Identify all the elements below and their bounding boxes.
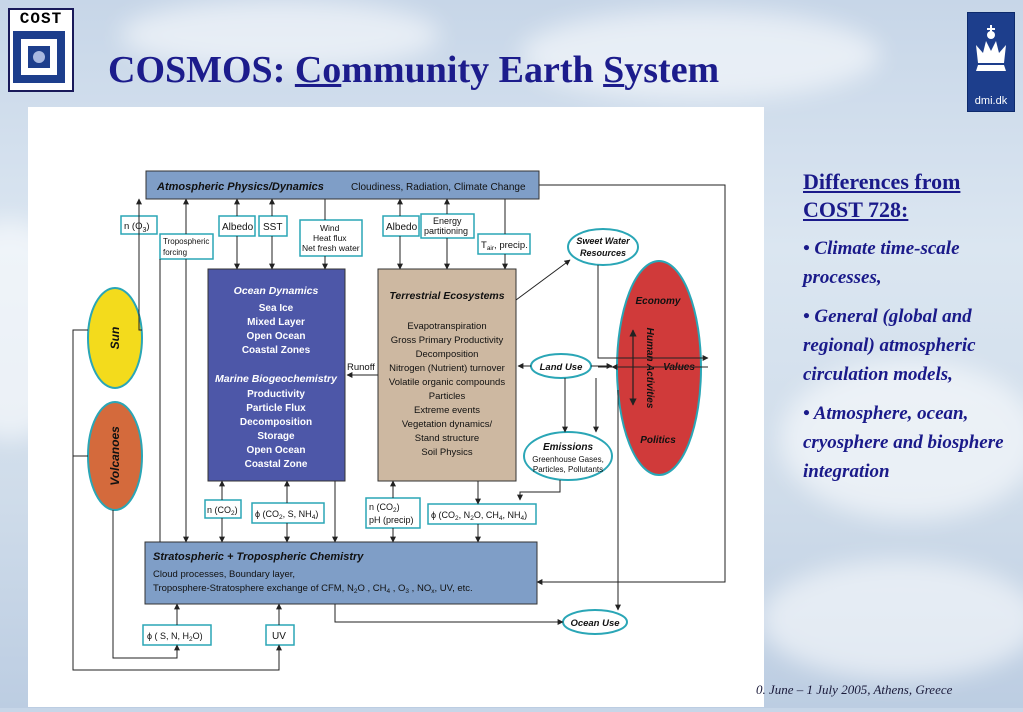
marine-item-2: Decomposition [240, 417, 312, 428]
terr-item-6: Extreme events [414, 405, 480, 416]
atm-box [145, 170, 540, 200]
svg-text:ϕ (CO2, N2O, CH4, NH4): ϕ (CO2, N2O, CH4, NH4) [431, 510, 527, 522]
ocean-box [207, 268, 346, 482]
cost-logo: COST [8, 8, 74, 92]
sweet-water-2: Resources [580, 248, 626, 258]
politics-label: Politics [640, 435, 676, 446]
ph-precip-label: pH (precip) [369, 515, 414, 525]
terr-item-9: Soil Physics [421, 447, 472, 458]
title-co-underlined: Co [294, 49, 342, 91]
terr-item-4: Volatile organic compounds [389, 377, 505, 388]
cost-logo-text: COST [19, 10, 63, 28]
cost-emblem-icon [13, 31, 65, 83]
ocean-item-1: Mixed Layer [247, 317, 305, 328]
svg-text:ϕ (CO2, S, NH4): ϕ (CO2, S, NH4) [255, 509, 318, 521]
n-o3-sub: 3 [142, 227, 146, 234]
dmi-logo-text: dmi.dk [974, 95, 1008, 107]
cosmos-diagram: Atmospheric Physics/Dynamics Cloudiness,… [72, 170, 726, 671]
sweet-water-ellipse [567, 228, 639, 266]
footer-text: 0. June – 1 July 2005, Athens, Greece [756, 682, 953, 697]
marine-item-0: Productivity [247, 389, 305, 400]
atm-title: Atmospheric Physics/Dynamics [156, 181, 324, 193]
terr-item-5: Particles [429, 391, 466, 402]
ocean-item-3: Coastal Zones [242, 345, 311, 356]
human-activities-label: Human Activities [644, 328, 655, 409]
diagram-panel: Atmospheric Physics/Dynamics Cloudiness,… [28, 107, 764, 707]
phi-co2-box [251, 502, 325, 524]
terr-item-2: Decomposition [416, 349, 479, 360]
ocean-item-2: Open Ocean [247, 331, 306, 342]
marine-item-4: Open Ocean [247, 445, 306, 456]
terr-item-0: Evapotranspiration [407, 321, 486, 332]
sst-label: SST [263, 222, 282, 233]
tropo-forcing-1: Tropospheric [163, 237, 209, 246]
terr-item-7: Vegetation dynamics/ [402, 419, 493, 430]
tair-rest: , precip. [494, 240, 528, 251]
albedo2-label: Albedo [386, 222, 418, 233]
ocean-title: Ocean Dynamics [234, 285, 319, 297]
ocean-item-0: Sea Ice [259, 303, 294, 314]
ocean-use-label: Ocean Use [570, 618, 620, 629]
tair-label: T [481, 240, 487, 251]
terr-item-8: Stand structure [415, 433, 479, 444]
sidebar-bullet-2: • General (global and regional) atmosphe… [803, 306, 976, 385]
terr-item-1: Gross Primary Productivity [391, 335, 504, 346]
energy-box [420, 213, 475, 239]
tair-box [477, 233, 531, 255]
strato-line1: Cloud processes, Boundary layer, [153, 569, 295, 580]
svg-text:n (O3): n (O3) [124, 221, 150, 234]
sidebar-bullet-1: • Climate time-scale processes, [803, 238, 960, 288]
tropo-forcing-2: forcing [163, 248, 187, 257]
svg-text:Tair, precip.: Tair, precip. [481, 240, 528, 252]
albedo-label: Albedo [222, 222, 254, 233]
wind-1: Wind [320, 223, 340, 233]
terr-box [377, 268, 517, 482]
sweet-water-1: Sweet Water [576, 236, 630, 246]
svg-text:n (CO2): n (CO2) [369, 502, 400, 514]
volcanoes-label: Volcanoes [108, 426, 122, 486]
tair-sub: air [487, 245, 495, 252]
terr-item-3: Nitrogen (Nutrient) turnover [389, 363, 505, 374]
runoff-label: Runoff [347, 362, 375, 373]
sun-ellipse [87, 287, 143, 389]
page-title: COSMOS: Community Earth System [108, 49, 720, 91]
wind-box [299, 219, 363, 257]
terr-title: Terrestrial Ecosystems [389, 290, 504, 302]
energy-2: partitioning [424, 226, 468, 236]
marine-item-5: Coastal Zone [245, 459, 308, 470]
emissions-label: Emissions [543, 442, 593, 453]
crown-icon [976, 25, 1006, 71]
phi-co2-n2o-box [427, 503, 537, 525]
wind-2: Heat flux [313, 233, 347, 243]
n-co2-box [204, 499, 242, 519]
energy-1: Energy [433, 216, 462, 226]
sidebar-bullet-3: • Atmosphere, ocean, cryosphere and bios… [803, 403, 1004, 482]
emissions-sub-1: Greenhouse Gases, [532, 455, 604, 464]
strato-line2: Troposphere-Stratosphere exchange of CFM… [153, 583, 354, 594]
economy-label: Economy [635, 296, 680, 307]
marine-item-1: Particle Flux [246, 403, 306, 414]
land-use-label: Land Use [540, 362, 583, 373]
sidebar-heading: Differences from COST 728: [803, 169, 961, 222]
sun-label: Sun [108, 327, 122, 350]
svg-text:n (CO2): n (CO2) [207, 505, 238, 517]
emissions-sub-2: Particles, Pollutants [533, 465, 603, 474]
svg-text:ϕ ( S, N, H2O): ϕ ( S, N, H2O) [147, 631, 203, 643]
marine-item-3: Storage [257, 431, 295, 442]
strato-box [144, 541, 538, 605]
title-s-underlined: S [603, 49, 625, 91]
emissions-ellipse [523, 431, 613, 481]
marine-title: Marine Biogeochemistry [215, 373, 338, 385]
sidebar: Differences from COST 728: • Climate tim… [803, 168, 1008, 486]
dmi-logo: dmi.dk [967, 12, 1015, 112]
n-o3-label: n (O [124, 221, 142, 232]
svg-text:Troposphere-Stratosphere excha: Troposphere-Stratosphere exchange of CFM… [153, 583, 473, 595]
uv-label: UV [272, 631, 286, 642]
strato-title: Stratospheric + Tropospheric Chemistry [153, 551, 364, 563]
atm-sub: Cloudiness, Radiation, Climate Change [351, 182, 526, 193]
sst-box [258, 215, 288, 237]
wind-3: Net fresh water [302, 243, 360, 253]
albedo2-box [382, 215, 420, 237]
